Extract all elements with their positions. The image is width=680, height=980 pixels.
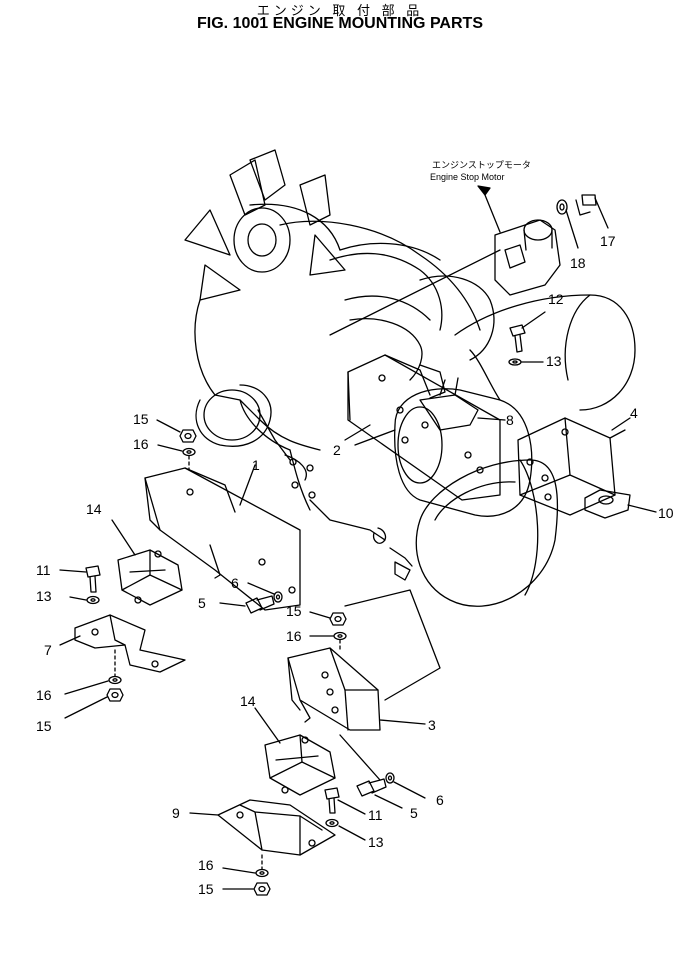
callout-9: 9 [172, 805, 180, 821]
assembly-line [339, 734, 381, 781]
callout-17: 17 [600, 233, 616, 249]
washer-6-lower [385, 772, 426, 799]
leader-line [329, 249, 501, 336]
washer-6-upper [247, 582, 283, 603]
bolt-5-upper [219, 595, 275, 614]
callout-3: 3 [428, 717, 436, 733]
callout-14-lower: 14 [240, 693, 256, 709]
washer-18 [556, 199, 579, 249]
mount-foot-10 [584, 489, 657, 519]
callout-15-mid: 15 [286, 603, 302, 619]
callout-16-upper: 16 [133, 436, 149, 452]
callout-16-left-lower: 16 [36, 687, 52, 703]
callout-1: 1 [252, 457, 260, 473]
bracket-3 [287, 647, 426, 731]
mount-4 [517, 417, 626, 516]
callout-12: 12 [548, 291, 564, 307]
bolt-5-lower [356, 778, 403, 809]
callout-5-lower: 5 [410, 805, 418, 821]
washer-16-upper [157, 444, 196, 457]
callout-16-mid: 16 [286, 628, 302, 644]
figure-title: FIG. 1001 ENGINE MOUNTING PARTS [197, 15, 483, 32]
callout-16-lower: 16 [198, 857, 214, 873]
engine-stop-motor-note-en: Engine Stop Motor [430, 172, 505, 182]
washer-13-lower [325, 818, 366, 841]
bolt-17 [575, 194, 609, 229]
callout-14-upper: 14 [86, 501, 102, 517]
plate-8 [419, 377, 479, 431]
callout-15-upper: 15 [133, 411, 149, 427]
washer-16-lower [222, 867, 269, 878]
callout-6-lower: 6 [436, 792, 444, 808]
nut-15-mid [309, 611, 347, 626]
callout-13-right: 13 [546, 353, 562, 369]
bracket-7 [59, 614, 186, 673]
nut-15-upper [156, 419, 197, 443]
callout-2: 2 [333, 442, 341, 458]
engine-stop-motor-note-jp: エンジンストップモータ [432, 160, 531, 170]
callout-10: 10 [658, 505, 674, 521]
callout-8: 8 [506, 412, 514, 428]
callout-5-upper: 5 [198, 595, 206, 611]
bracket-2 [347, 354, 501, 501]
leader-line [611, 417, 631, 431]
washer-16-left-lower [64, 675, 122, 695]
callout-11-lower: 11 [368, 807, 383, 823]
cushion-14-upper [111, 519, 183, 606]
callout-15-lower: 15 [198, 881, 214, 897]
leader-line [477, 417, 506, 421]
callout-4: 4 [630, 405, 638, 421]
callout-13-left: 13 [36, 588, 52, 604]
callout-11-left: 11 [36, 562, 51, 578]
bracket-1 [144, 464, 301, 611]
callout-6-upper: 6 [231, 575, 239, 591]
bolt-11-lower [324, 787, 366, 815]
callout-18: 18 [570, 255, 586, 271]
callout-7: 7 [44, 642, 52, 658]
title-japanese: エンジン 取 付 部 品 [256, 3, 424, 18]
assembly-line [344, 589, 441, 701]
callout-15-left-lower: 15 [36, 718, 52, 734]
bolt-11-left [59, 565, 101, 593]
cushion-14-lower [254, 707, 336, 796]
leader-line [344, 424, 371, 441]
nut-15-lower [222, 882, 271, 896]
bracket-9 [189, 799, 336, 856]
callout-13-lower: 13 [368, 834, 384, 850]
nut-15-left-lower [64, 688, 124, 719]
engine-assembly [184, 149, 636, 607]
bolt-12 [509, 311, 546, 353]
washer-13-left [69, 595, 100, 605]
callout-labels: 1 2 3 4 5 5 6 6 7 8 9 10 11 11 12 13 13 … [36, 160, 674, 897]
washer-16-mid [309, 631, 347, 641]
washer-13-right [508, 358, 544, 366]
engine-stop-motor [477, 185, 561, 296]
